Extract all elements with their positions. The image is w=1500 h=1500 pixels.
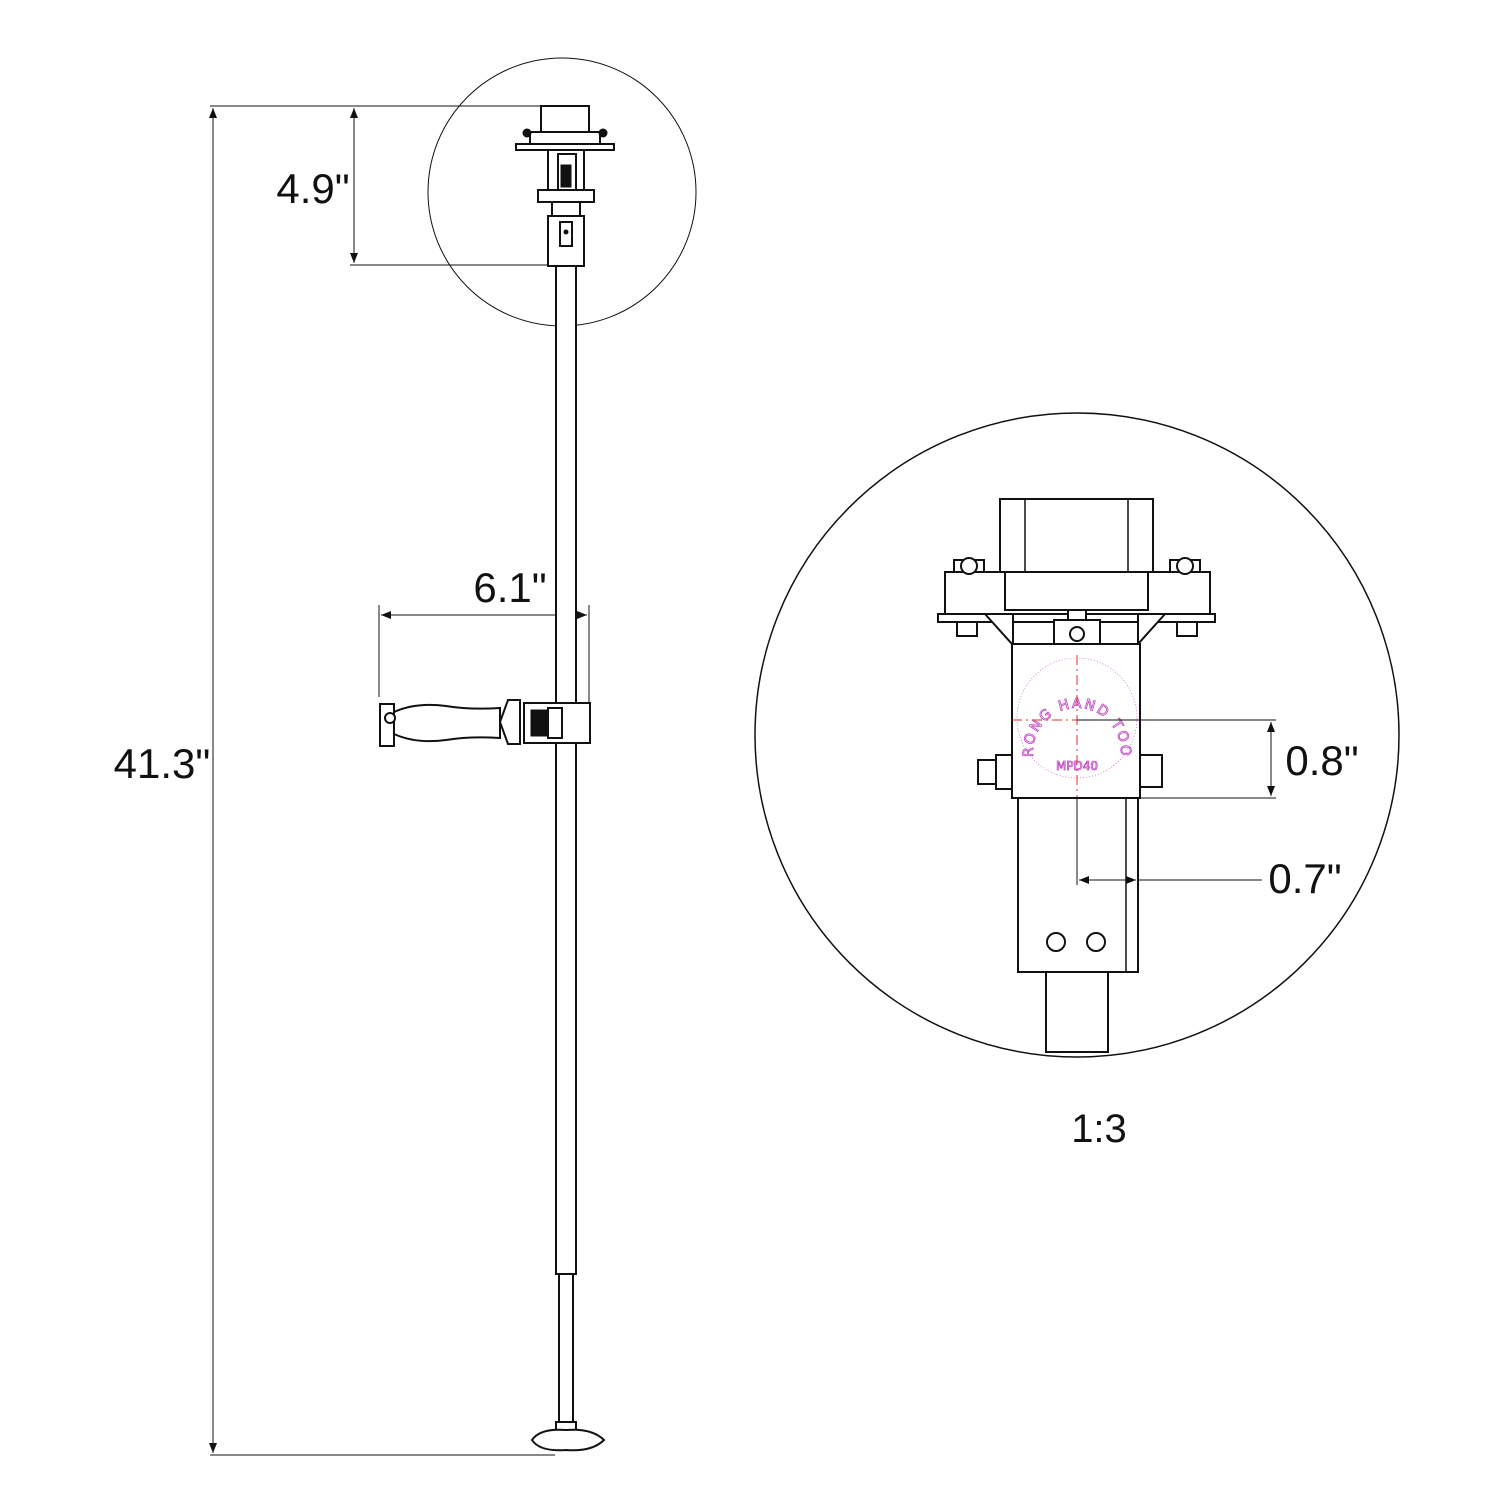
head-height-label: 4.9": [276, 165, 349, 212]
detail-scale-label: 1:3: [1071, 1107, 1127, 1151]
overall-height-dimension: 41.3": [114, 105, 555, 1456]
detail-horizontal-label: 0.7": [1268, 855, 1341, 902]
detail-circle: [754, 412, 1400, 1058]
upper-pole: [555, 265, 577, 1275]
detail-vertical-dimension: 0.8": [1077, 719, 1359, 799]
lower-pole: [558, 1273, 574, 1425]
handle-reach-label: 6.1": [473, 564, 546, 611]
tool-head: [515, 105, 615, 267]
stamp-model: MPD40: [1056, 759, 1098, 773]
overall-height-label: 41.3": [114, 740, 211, 787]
detail-horizontal-dimension: 0.7": [1076, 798, 1342, 902]
detail-body: [1011, 643, 1141, 799]
detail-view: STRONG HAND TOOLS MPD40: [0, 0, 1400, 1058]
detail-vertical-label: 0.8": [1285, 737, 1358, 784]
full-tool-view: [379, 57, 697, 1452]
head-height-dimension: 4.9": [276, 105, 550, 266]
handle-reach-dimension: 6.1": [378, 564, 590, 705]
tool-foot: [530, 1421, 606, 1452]
side-handle: [379, 699, 591, 747]
